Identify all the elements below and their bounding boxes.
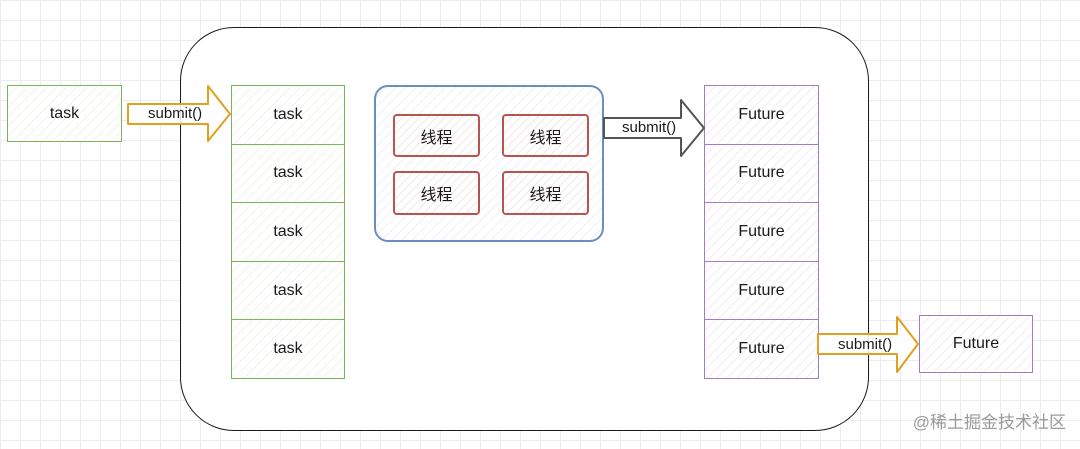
task-queue-item: task (231, 143, 345, 204)
output-future-label: Future (952, 335, 1000, 352)
submit-in-arrow (127, 85, 231, 142)
future-item-label: Future (738, 340, 785, 358)
task-queue-item-label: task (273, 281, 303, 299)
future-item: Future (704, 85, 819, 145)
task-queue-item-label: task (273, 105, 303, 123)
worker-thread: 线程 (393, 114, 480, 157)
task-queue-item: task (231, 202, 345, 262)
task-queue-item-label: task (273, 222, 303, 240)
submit-out-arrow (817, 316, 919, 373)
task-queue-item-label: task (273, 164, 303, 182)
worker-thread: 线程 (502, 171, 589, 215)
worker-thread-label: 线程 (529, 129, 562, 147)
worker-thread: 线程 (393, 171, 480, 215)
future-item: Future (704, 143, 819, 204)
task-queue: task task task task task (231, 85, 345, 379)
task-queue-item: task (231, 319, 345, 379)
future-item-label: Future (738, 105, 785, 123)
worker-thread-label: 线程 (420, 187, 453, 204)
input-task-box: task (7, 85, 122, 142)
input-task-label: task (49, 104, 80, 122)
worker-thread-label: 线程 (420, 129, 453, 147)
watermark-text: @稀土掘金技术社区 (912, 413, 1066, 432)
submit-in-label: submit() (148, 105, 203, 122)
submit-mid-label: submit() (622, 119, 677, 136)
future-item: Future (704, 319, 819, 379)
submit-mid-arrow (603, 99, 705, 157)
future-item-label: Future (738, 222, 785, 240)
future-item-label: Future (738, 281, 785, 299)
future-item: Future (704, 260, 819, 321)
output-future-box: Future (919, 315, 1033, 373)
task-queue-item-label: task (273, 340, 303, 358)
future-item-label: Future (738, 164, 785, 182)
task-queue-item: task (231, 260, 345, 321)
worker-thread: 线程 (502, 114, 589, 157)
future-column: Future Future Future Future Future (704, 85, 819, 379)
submit-out-label: submit() (838, 336, 893, 353)
worker-thread-label: 线程 (529, 187, 562, 204)
task-queue-item: task (231, 85, 345, 145)
future-item: Future (704, 202, 819, 262)
